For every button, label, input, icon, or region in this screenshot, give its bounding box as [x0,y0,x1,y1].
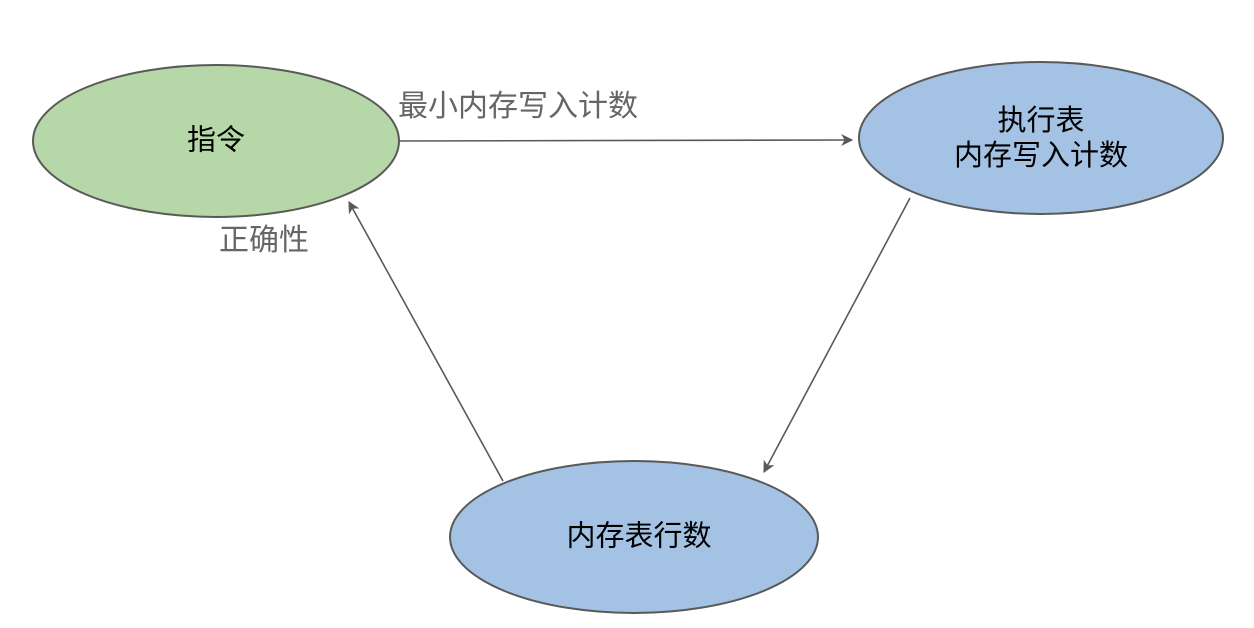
arrow-instruction-to-execution [398,134,854,147]
node-instruction-ellipse [32,64,400,218]
node-memory-table-label: 内存表行数 [566,520,712,553]
arrow-memory-to-instruction [348,200,504,482]
node-execution-table-label-line2: 内存写入计数 [953,140,1129,172]
arrow-execution-to-memory [763,197,911,474]
node-instruction-label: 指令 [186,124,246,157]
node-execution-table-label: 执行表 内存写入计数 [954,104,1128,174]
node-execution-table-label-line1: 执行表 [997,105,1085,137]
node-memory-table-ellipse [449,460,819,614]
edge-label-min-memory-write-count: 最小内存写入计数 [398,90,638,123]
edge-label-correctness: 正确性 [219,224,309,257]
node-execution-table-ellipse [858,61,1224,215]
